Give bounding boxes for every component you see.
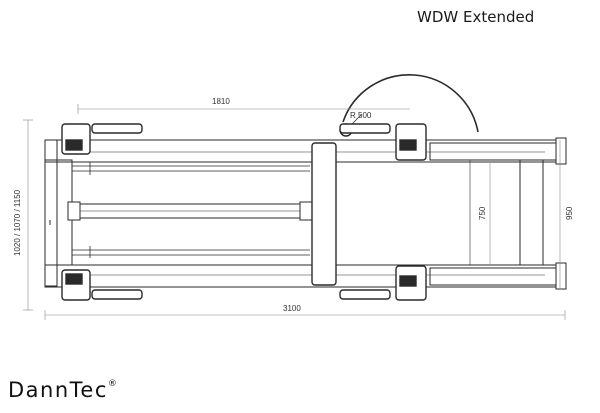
center-beam <box>311 142 337 286</box>
lower-rail <box>44 264 566 288</box>
extension-frame <box>469 160 544 265</box>
inner-track <box>72 162 310 258</box>
dim-label-1810: 1810 <box>212 97 230 106</box>
lift-pad-top-right <box>339 123 427 161</box>
brand-logo: DannTec® <box>8 378 117 402</box>
dim-line-left-width <box>23 119 33 311</box>
upper-rail <box>44 139 566 163</box>
dim-label-radius: R 500 <box>350 111 372 120</box>
dim-label-left-width: 1020 / 1070 / 1150 <box>13 189 22 256</box>
cross-cylinder <box>67 201 313 221</box>
dim-line-1810 <box>77 104 410 114</box>
right-end-caps <box>555 137 567 290</box>
lift-pad-bottom-right <box>339 265 427 301</box>
diagram-title: WDW Extended <box>417 8 535 26</box>
swing-arc <box>342 74 479 133</box>
lift-pad-bottom-left <box>61 269 143 301</box>
dim-label-750: 750 <box>478 206 487 220</box>
dim-line-3100 <box>44 310 566 320</box>
brand-registered-mark: ® <box>107 379 117 389</box>
brand-name: DannTec <box>8 378 108 402</box>
dim-label-950: 950 <box>565 206 574 220</box>
dim-label-3100: 3100 <box>283 304 301 313</box>
lift-pad-top-left <box>61 123 143 155</box>
